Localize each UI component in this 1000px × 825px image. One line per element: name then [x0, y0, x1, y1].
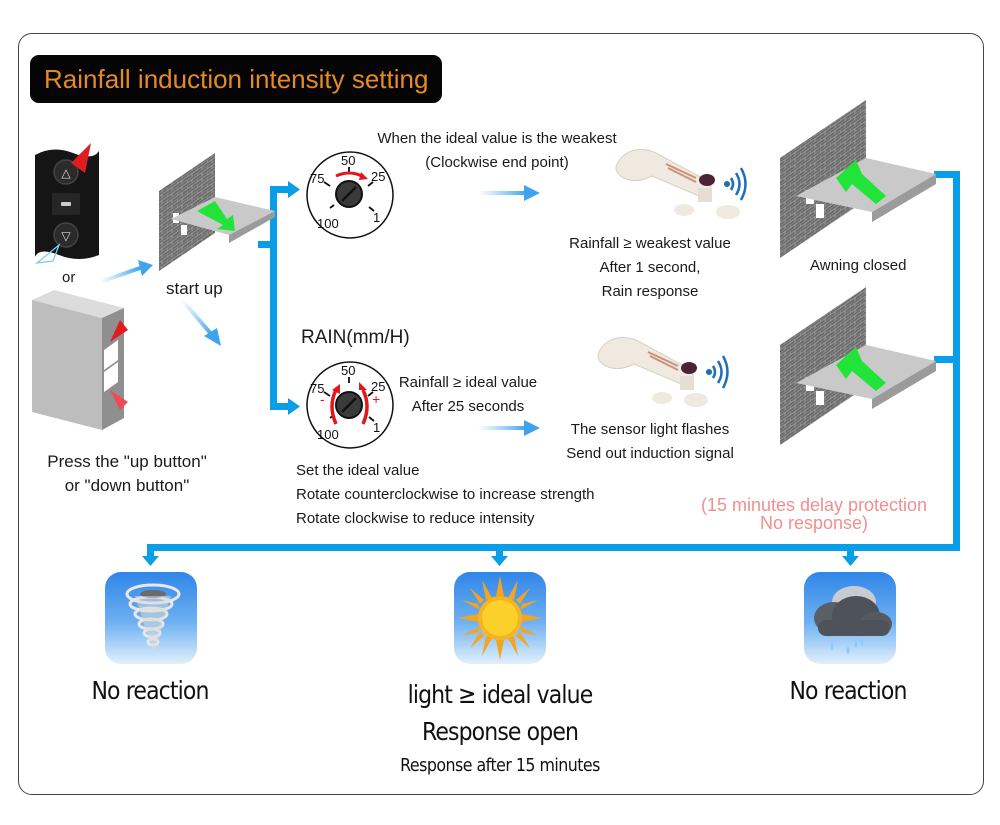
press-line-2: or "down button"	[64, 476, 190, 495]
remote-down-button: ▽	[61, 229, 71, 243]
dial-tick-label: 1	[373, 420, 380, 435]
dial-tick-label: 100	[317, 427, 339, 442]
rain-sensor-image-top	[615, 149, 747, 219]
diagram-title: Rainfall induction intensity setting	[30, 55, 442, 103]
red-pointer-icon	[71, 143, 91, 173]
remote-stop-button	[61, 202, 71, 206]
dial-weakest[interactable]: 50 75 25 100 1	[302, 150, 402, 240]
ideal-condition: Rainfall ≥ ideal value After 25 seconds	[388, 371, 548, 419]
awning-closed-image-bottom	[780, 287, 936, 445]
weakest-sensor-line-2: After 1 second,	[599, 259, 701, 276]
flow-vertical-left	[270, 186, 277, 410]
dial-tick-label: 25	[371, 379, 385, 394]
outcome-label-response-delay: Response after 15 minutes	[400, 755, 600, 776]
signal-icon	[723, 167, 747, 201]
signal-icon	[705, 355, 729, 389]
delay-line-2: No response)	[759, 513, 869, 533]
dial-tick-label: 50	[341, 363, 355, 378]
awning-extending-image	[159, 153, 275, 271]
red-pointer-icon	[110, 390, 128, 410]
weakest-sensor-text: Rainfall ≥ weakest value After 1 second,…	[545, 232, 755, 304]
set-line-3: Rotate clockwise to reduce intensity	[296, 510, 535, 527]
dial-tick-label: 1	[373, 210, 380, 225]
flow-bus-bottom	[147, 544, 960, 551]
diagram-frame	[18, 33, 984, 795]
arrow-remote-to-start	[99, 260, 153, 284]
remote-control-image: △ ▽	[34, 143, 99, 264]
dial-tick-label: 50	[341, 153, 355, 168]
dial-tick-label: 25	[371, 169, 385, 184]
ideal-condition-line-2: After 25 seconds	[411, 398, 525, 415]
weakest-heading-line-2: (Clockwise end point)	[425, 154, 569, 171]
flash-sensor-line-2: Send out induction signal	[566, 445, 734, 462]
weakest-sensor-line-3: Rain response	[601, 283, 699, 300]
arrow-bottom-dial-to-sensor	[478, 420, 540, 436]
dial-plus-sign: +	[372, 391, 380, 407]
arrow-start-to-bottom	[180, 298, 221, 346]
dial-tick-label: 100	[317, 216, 339, 231]
awning-closed-label: Awning closed	[810, 257, 907, 274]
outcome-label-light: light ≥ ideal value	[407, 680, 594, 709]
remote-up-button: △	[61, 166, 71, 180]
wall-switch-image	[32, 290, 128, 430]
flash-sensor-line-1: The sensor light flashes	[570, 421, 730, 438]
green-arrow-icon	[197, 201, 235, 231]
press-instruction: Press the "up button" or "down button"	[22, 450, 232, 498]
rain-unit-label: RAIN(mm/H)	[301, 327, 410, 348]
weakest-sensor-line-1: Rainfall ≥ weakest value	[569, 235, 731, 252]
weakest-heading-line-1: When the ideal value is the weakest	[377, 130, 617, 147]
start-up-label: start up	[166, 279, 223, 298]
flow-stub-start	[258, 241, 276, 248]
outcome-label-response-open: Response open	[421, 717, 579, 746]
dial-tick-label: 75	[310, 381, 324, 396]
outcome-label-wind: No reaction	[91, 676, 209, 705]
green-arrow-icon	[836, 160, 886, 204]
weakest-heading: When the ideal value is the weakest (Clo…	[362, 127, 632, 175]
arrow-top-dial-to-sensor	[478, 185, 540, 201]
flash-sensor-text: The sensor light flashes Send out induct…	[545, 418, 755, 466]
rain-cloud-icon	[804, 572, 896, 664]
delay-line-1: (15 minutes delay protection	[700, 495, 928, 515]
red-pointer-icon	[110, 320, 128, 342]
dial-minus-sign: -	[320, 391, 325, 407]
set-line-1: Set the ideal value	[296, 462, 420, 479]
tornado-icon	[105, 572, 197, 664]
dial-tick-label: 75	[310, 171, 324, 186]
or-label: or	[62, 269, 76, 286]
press-line-1: Press the "up button"	[47, 452, 207, 471]
awning-closed-image-top	[780, 100, 936, 258]
green-arrow-icon	[836, 347, 886, 391]
rain-sensor-image-bottom	[597, 337, 729, 407]
ideal-condition-line-1: Rainfall ≥ ideal value	[398, 374, 538, 391]
set-line-2: Rotate counterclockwise to increase stre…	[296, 486, 595, 503]
blue-pointer-icon	[34, 242, 61, 264]
dial-ideal-value[interactable]: - + 50 75 25 100 1	[302, 360, 402, 450]
delay-protection-note: (15 minutes delay protection No response…	[683, 496, 945, 532]
outcome-label-rain: No reaction	[789, 676, 907, 705]
set-ideal-instructions: Set the ideal value Rotate counterclockw…	[296, 459, 594, 531]
sun-icon	[454, 572, 546, 664]
